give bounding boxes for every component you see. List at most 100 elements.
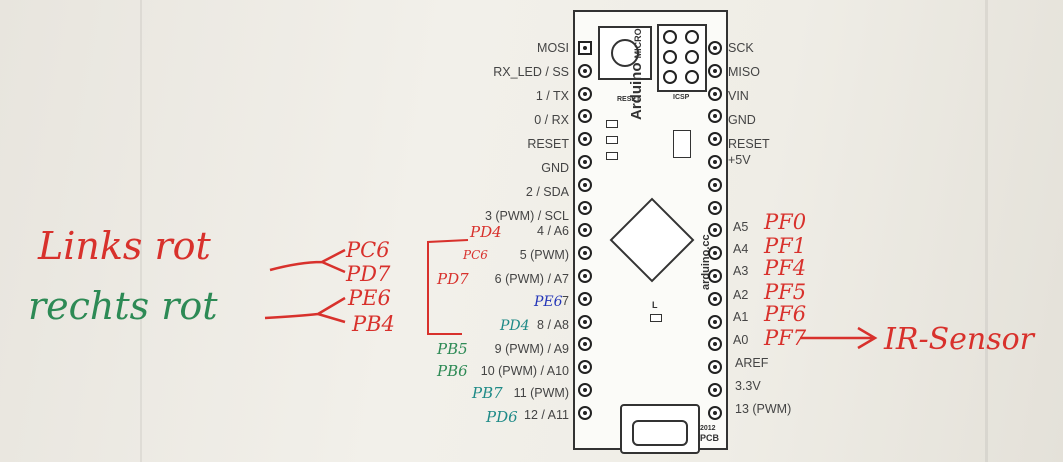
- left-pin-pad: [578, 383, 592, 397]
- pin-label-aref: AREF: [735, 356, 769, 370]
- right-pin-pad: [708, 41, 722, 55]
- left-pin-pad: [578, 86, 592, 101]
- left-pin-pad: [578, 337, 592, 352]
- left-pin-pad: [578, 41, 592, 55]
- pin-label-7: 7: [562, 294, 569, 308]
- right-pin-pad: [708, 86, 722, 101]
- left-pin-pad: [578, 200, 592, 215]
- left-pin-pad: [578, 269, 592, 283]
- pin-label-a2: A2: [733, 288, 749, 302]
- note-pf5: PF5: [764, 280, 807, 304]
- smd-part: [673, 130, 691, 158]
- right-pin-pad: [708, 155, 722, 169]
- left-pin-pad: [578, 63, 592, 78]
- ir-sensor-note: IR-Sensor: [884, 322, 1034, 357]
- pin-label-12: 12 / A11: [524, 408, 569, 422]
- pin-label-11: 11 (PWM): [513, 386, 569, 400]
- pin-label-reset-right: RESET: [728, 137, 770, 151]
- pcb-silk: PCB: [700, 433, 720, 443]
- reset-silk: RESET: [617, 96, 641, 103]
- usb-connector: [620, 404, 700, 454]
- pin-label-a4: A4: [733, 242, 749, 256]
- right-pin-pad: [708, 63, 722, 78]
- note-pe6: PE6: [348, 286, 391, 310]
- note-pc6-small: PC6: [463, 248, 488, 262]
- reset-button-graphic: [598, 26, 652, 80]
- pin-label-mosi: MOSI: [537, 41, 569, 55]
- smd-part: [606, 136, 618, 144]
- right-pin-pad: [708, 109, 722, 124]
- left-pin-pad: [578, 360, 592, 375]
- note-pd4-teal: PD4: [500, 318, 530, 334]
- icsp-header: [657, 24, 707, 92]
- left-pin-pad: [578, 132, 592, 147]
- pin-label-4: 4 / A6: [537, 224, 569, 238]
- right-pin-pad: [708, 269, 722, 283]
- right-pin-pad: [708, 132, 722, 147]
- left-pin-pad: [578, 246, 592, 261]
- right-pin-pad: [708, 360, 722, 375]
- pin-label-8: 8 / A8: [537, 318, 569, 332]
- note-pb4: PB4: [352, 312, 395, 336]
- left-pin-pad: [578, 291, 592, 306]
- note-pb6: PB6: [437, 362, 468, 380]
- pin-label-6: 6 (PWM) / A7: [494, 272, 569, 286]
- smd-part: [606, 120, 618, 128]
- note-pc6: PC6: [346, 238, 390, 262]
- left-pin-pad: [578, 223, 592, 238]
- rechts-rot-note: rechts rot: [28, 284, 218, 328]
- left-pin-pad: [578, 155, 592, 169]
- pin-label-5: 5 (PWM): [519, 248, 569, 262]
- pin-label-gnd-left: GND: [541, 161, 569, 175]
- right-pin-pad: [708, 405, 722, 420]
- right-pin-pad: [708, 383, 722, 397]
- pin-label-gnd-right: GND: [728, 113, 756, 127]
- note-pf6: PF6: [764, 302, 807, 326]
- right-pin-pad: [708, 337, 722, 352]
- right-pin-pad: [708, 223, 722, 238]
- pin-label-a3: A3: [733, 264, 749, 278]
- pin-label-a5: A5: [733, 220, 749, 234]
- pin-label-9: 9 (PWM) / A9: [494, 342, 569, 356]
- pin-label-sda: 2 / SDA: [525, 185, 569, 199]
- pin-label-miso: MISO: [728, 65, 760, 79]
- left-pin-pad: [578, 109, 592, 124]
- smd-part: [606, 152, 618, 160]
- pin-label-5v: +5V: [728, 153, 751, 167]
- note-pb5: PB5: [437, 340, 468, 358]
- icsp-silk: ICSP: [673, 94, 690, 101]
- led-l-silk: L: [652, 300, 658, 310]
- paper-fold: [140, 0, 142, 462]
- left-pin-pad: [578, 177, 592, 192]
- pin-label-a1: A1: [733, 310, 749, 324]
- pin-label-tx: 1 / TX: [535, 89, 569, 103]
- note-pf1: PF1: [764, 234, 807, 258]
- note-pd7-b: PD7: [437, 270, 469, 288]
- pin-label-rx: 0 / RX: [534, 113, 569, 127]
- note-pf7: PF7: [764, 326, 807, 350]
- pin-label-10: 10 (PWM) / A10: [480, 364, 569, 378]
- note-pb7: PB7: [472, 384, 503, 402]
- pin-label-13: 13 (PWM): [735, 402, 792, 416]
- paper-fold: [985, 0, 988, 462]
- left-pin-pad: [578, 405, 592, 420]
- right-pin-pad: [708, 200, 722, 215]
- note-pf0: PF0: [764, 210, 807, 234]
- pin-label-ss: RX_LED / SS: [493, 65, 569, 79]
- left-pin-pad: [578, 314, 592, 329]
- pin-label-33v: 3.3V: [735, 379, 761, 393]
- pin-label-sck: SCK: [728, 41, 754, 55]
- right-pin-pad: [708, 246, 722, 261]
- note-pf4: PF4: [764, 256, 807, 280]
- right-pin-pad: [708, 177, 722, 192]
- note-pd4: PD4: [470, 223, 502, 241]
- led-l: [650, 314, 662, 322]
- pin-label-reset-left: RESET: [527, 137, 569, 151]
- right-pin-pad: [708, 291, 722, 306]
- note-pd7: PD7: [346, 262, 391, 286]
- right-pin-pad: [708, 314, 722, 329]
- pin-label-scl: 3 (PWM) / SCL: [484, 209, 569, 223]
- links-rot-note: Links rot: [38, 224, 211, 268]
- pin-label-vin: VIN: [728, 89, 749, 103]
